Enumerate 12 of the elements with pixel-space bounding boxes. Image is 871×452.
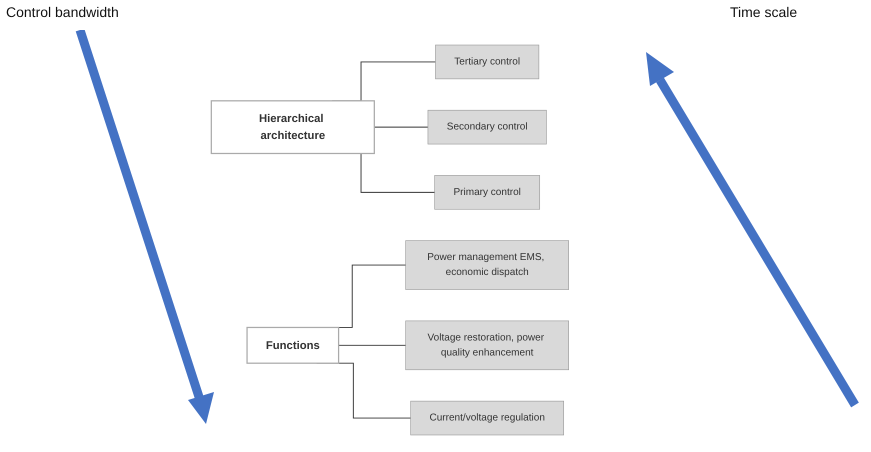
connector [374, 126, 428, 128]
node-box: Tertiary control [435, 44, 540, 80]
node-box: Voltage restoration, power quality enhancement [405, 320, 569, 370]
node-box: Primary control [434, 175, 540, 210]
node-box: Power management EMS, economic dispatch [405, 240, 569, 290]
node-box: Functions [246, 326, 340, 364]
node-box: Current/voltage regulation [410, 400, 564, 436]
axis-label: Time scale [730, 4, 798, 20]
connector [338, 344, 406, 346]
axis-label: Control bandwidth [6, 4, 119, 20]
node-box: Hierarchical architecture [210, 100, 375, 154]
node-box: Secondary control [428, 110, 547, 144]
